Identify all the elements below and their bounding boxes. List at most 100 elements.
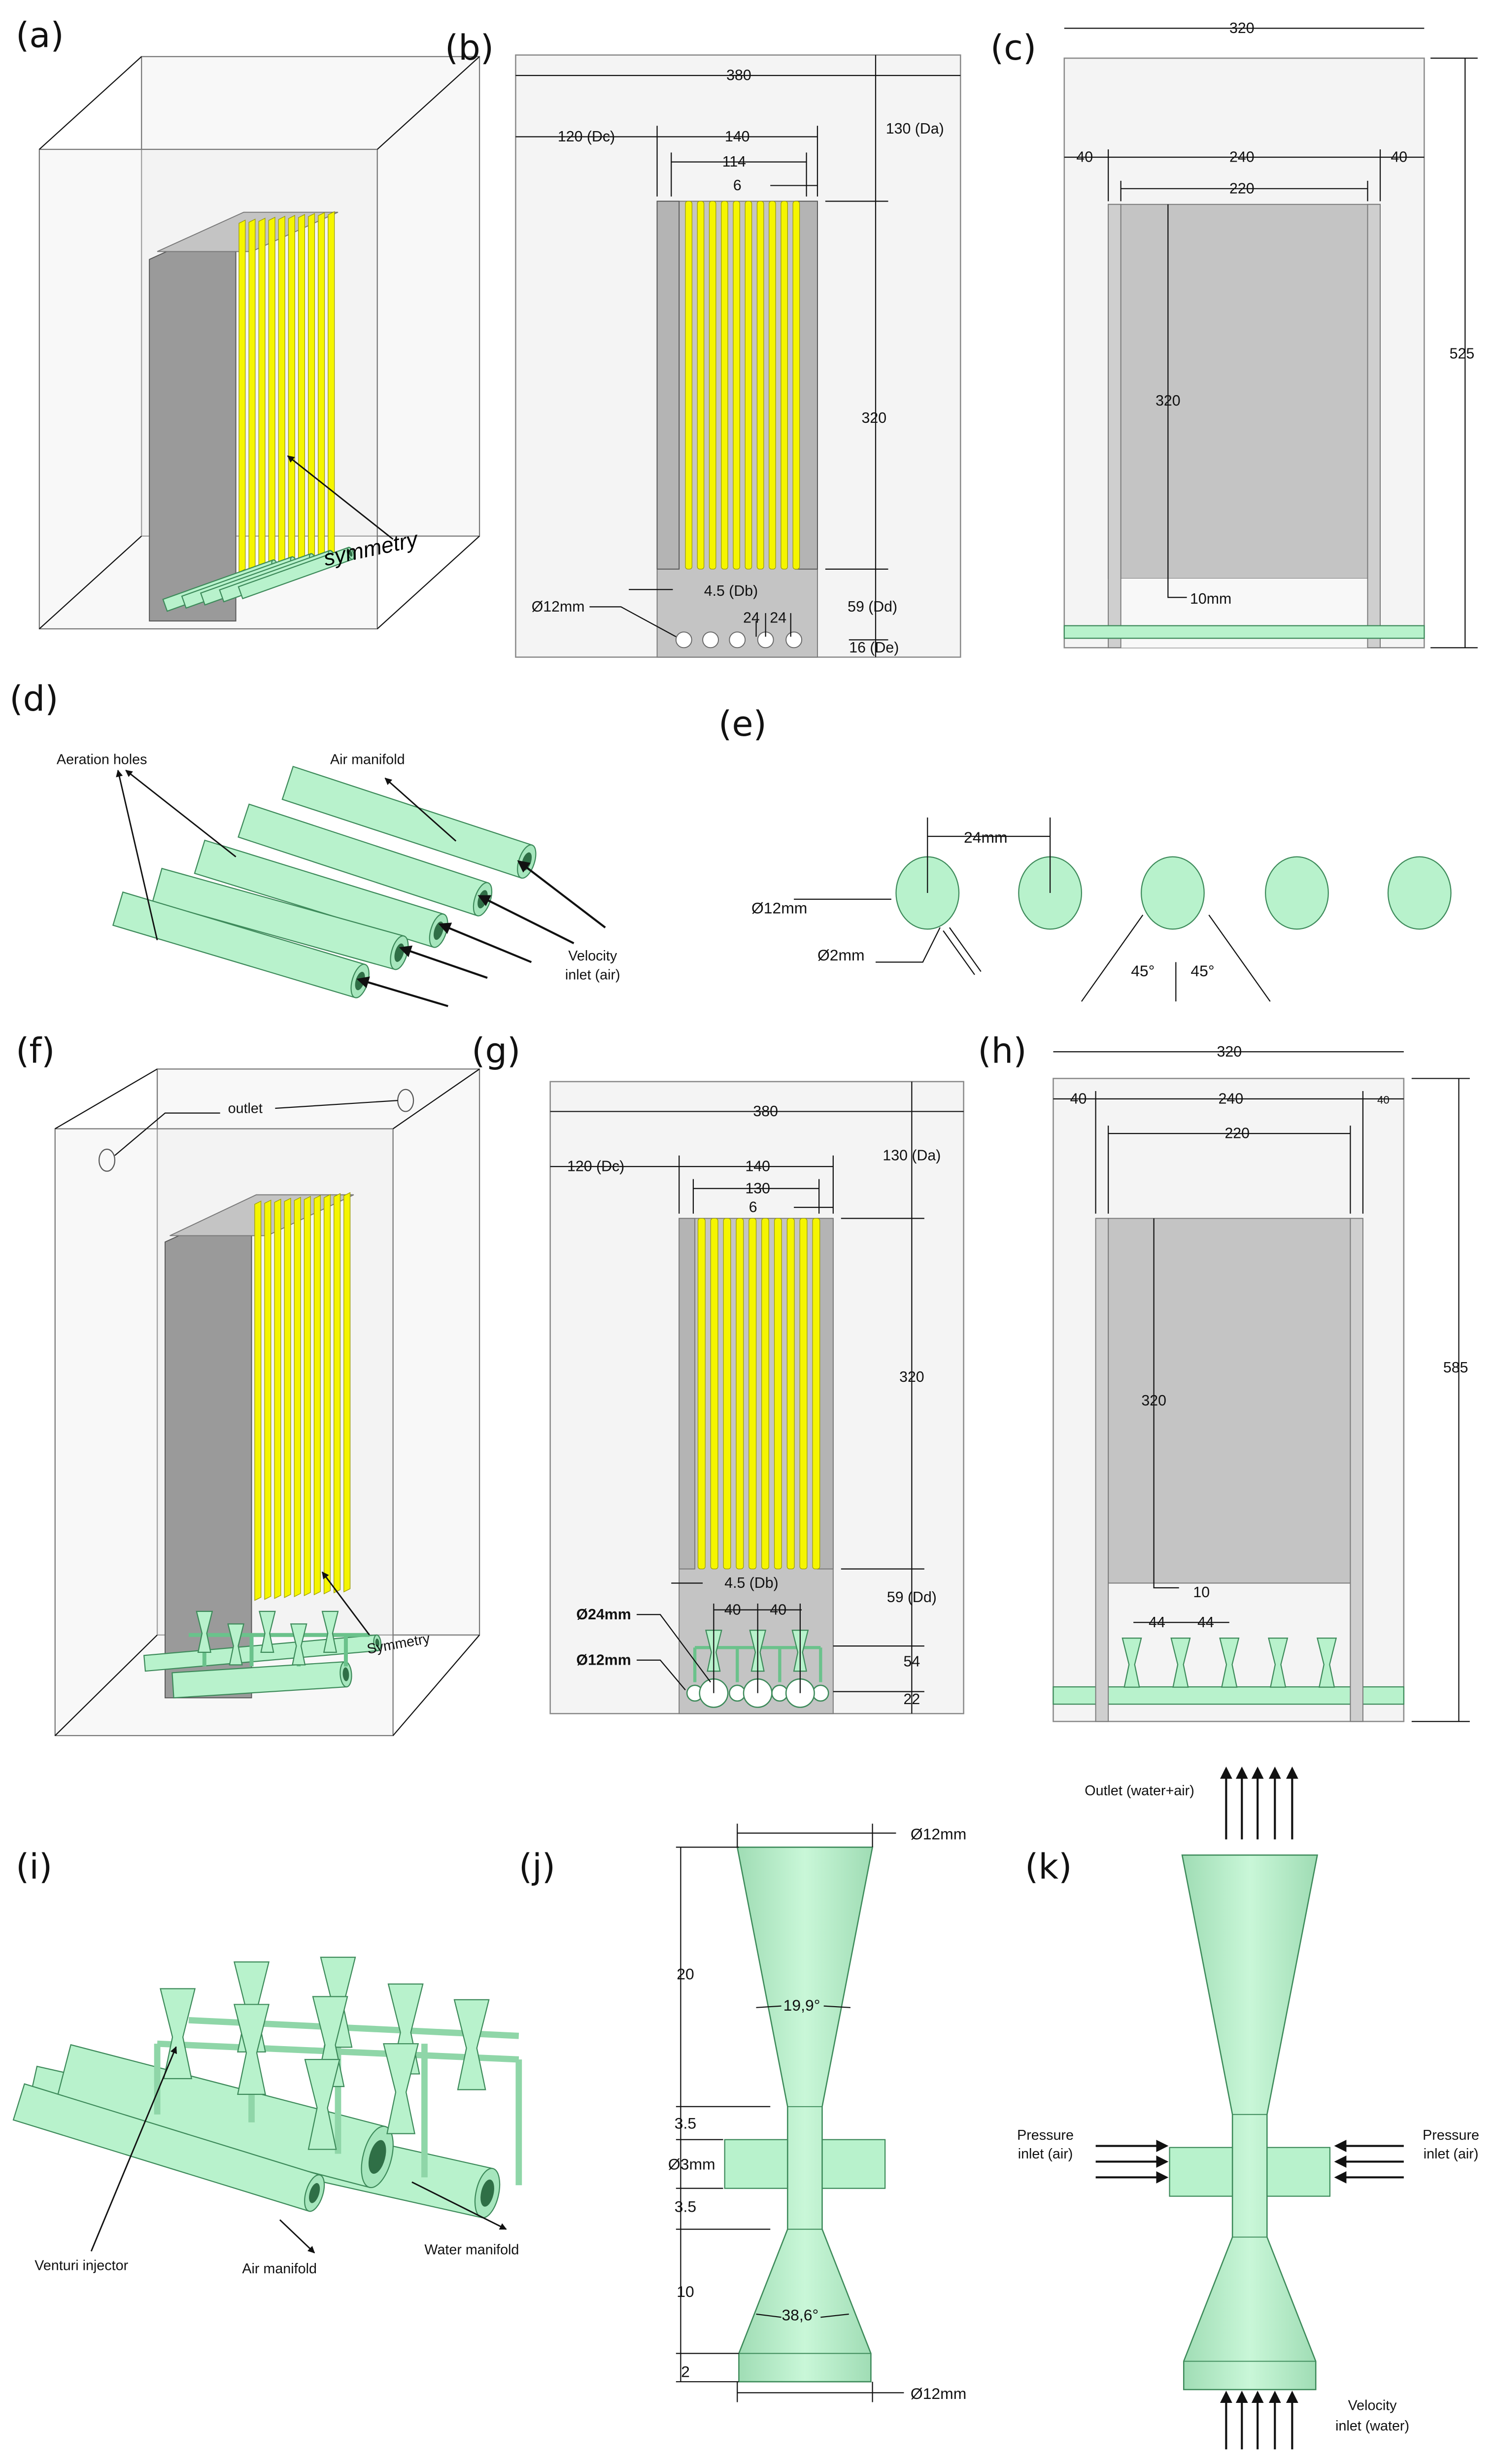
- dim-right: 40: [1391, 149, 1407, 166]
- panel-label-k: (k): [1025, 1847, 1072, 1887]
- dim-gap: 6: [733, 177, 742, 194]
- dim-pitch-1: 24: [743, 610, 760, 626]
- pressure-inlet-left-1: Pressure: [1017, 2127, 1074, 2143]
- air-pipe-section: [812, 1684, 829, 1702]
- panel-e: (e) 24mm Ø12mm Ø2mm 45° 45°: [718, 704, 1452, 1002]
- fins: [697, 1218, 820, 1570]
- dim-outer: 240: [1219, 1091, 1244, 1107]
- angle-right: 45°: [1190, 962, 1214, 980]
- dim-top-diameter: Ø12mm: [911, 1825, 966, 1843]
- panel-k: (k) Outlet (water+air) Pressure inlet (a…: [1017, 1766, 1479, 2450]
- fin: [748, 1218, 757, 1570]
- dim-pitch-1: 44: [1149, 1614, 1165, 1631]
- mini-injector: [290, 1623, 307, 1666]
- mini-injector: [304, 2058, 340, 2150]
- fin: [792, 201, 800, 570]
- pressure-inlet-left-2: inlet (air): [1018, 2146, 1073, 2162]
- fin: [294, 1197, 301, 1597]
- dim-diffuser-length: 20: [677, 1965, 694, 1983]
- dim-de: 16 (De): [849, 640, 899, 656]
- mini-injector: [196, 1610, 213, 1653]
- fin: [799, 1218, 808, 1570]
- annotation-arrows: [116, 769, 606, 1007]
- dimension-lines: [515, 55, 961, 657]
- venturi-body: [1181, 1854, 1318, 2391]
- panel-label-i: (i): [16, 1847, 52, 1887]
- panel-f: (f) outlet Symmetry: [16, 1031, 480, 1737]
- panel-label-g: (g): [472, 1031, 520, 1071]
- outlet-label: Outlet (water+air): [1085, 1783, 1194, 1799]
- symmetry-arrow: [287, 455, 394, 540]
- venturi-injectors: [1121, 1638, 1337, 1688]
- dim-throat-lower: 3.5: [675, 2198, 696, 2216]
- dim-pitch: 24mm: [964, 828, 1008, 846]
- dim-width: 320: [1217, 1044, 1242, 1060]
- side-wall-left: [1095, 1218, 1109, 1722]
- panel-label-h: (h): [978, 1031, 1026, 1071]
- fin: [709, 201, 716, 570]
- air-manifold-label: Air manifold: [330, 752, 405, 767]
- panel-g: (g) 380 120 (Dc) 140 130 6 130 (Da) 320 …: [472, 1031, 964, 1714]
- dim-db: 4.5 (Db): [724, 1575, 778, 1591]
- fin: [238, 219, 246, 573]
- velocity-inlet-1: Velocity: [1348, 2397, 1397, 2413]
- dim-dc: 120 (Dc): [558, 129, 615, 145]
- pressure-inlet-right-2: inlet (air): [1424, 2146, 1479, 2162]
- mini-injector: [321, 1610, 339, 1653]
- dim-plate: 140: [725, 129, 750, 145]
- dim-da: 130 (Da): [886, 121, 944, 137]
- fin: [723, 1218, 731, 1570]
- air-manifold-label: Air manifold: [242, 2261, 317, 2277]
- dim-total: 585: [1443, 1360, 1468, 1376]
- dim-height: 320: [1141, 1393, 1166, 1409]
- dim-hole-diameter: Ø2mm: [817, 946, 865, 964]
- fins: [685, 201, 800, 570]
- dim-pitch-2: 40: [770, 1602, 786, 1618]
- fin: [781, 201, 788, 570]
- dim-width: 380: [753, 1103, 778, 1120]
- fin: [288, 215, 295, 568]
- fin: [697, 1218, 706, 1570]
- mini-injector: [1170, 1638, 1191, 1688]
- injector-arrow: [90, 2046, 177, 2252]
- pipe-section: [1387, 856, 1452, 930]
- mini-injector: [160, 1988, 196, 2080]
- dim-gap: 10: [1193, 1584, 1210, 1601]
- air-pipe-opening: [348, 550, 353, 557]
- pipe-hole: [702, 631, 719, 649]
- dim-gap: 6: [749, 1199, 757, 1216]
- mini-injector: [233, 2004, 270, 2095]
- dim-inner: 220: [1229, 180, 1255, 197]
- fin: [769, 201, 776, 570]
- velocity-inlet-label-1: Velocity: [568, 948, 617, 964]
- panel-i: (i) Venturi injector Air manifold Water …: [12, 1847, 522, 2277]
- plate-assembly: [149, 211, 339, 622]
- fin: [328, 211, 335, 565]
- velocity-inlet-label-2: inlet (air): [565, 967, 620, 983]
- fin: [774, 1218, 782, 1570]
- panel-label-j: (j): [519, 1847, 555, 1887]
- dim-fins: 114: [722, 154, 746, 170]
- air-manifold-pipes: [162, 547, 355, 612]
- plate-side: [1108, 204, 1381, 579]
- dim-dc: 120 (Dc): [567, 1159, 624, 1175]
- fin: [254, 1200, 262, 1601]
- fin: [334, 1193, 341, 1594]
- mini-injector: [227, 1623, 244, 1666]
- fin: [812, 1218, 820, 1570]
- outlet-label: outlet: [228, 1101, 263, 1117]
- outlet-hole-left: [98, 1148, 116, 1172]
- fin: [756, 201, 764, 570]
- angle-diffuser: 19,9°: [783, 1996, 820, 2014]
- water-pipe: [1053, 1686, 1405, 1705]
- dim-dd: 59 (Dd): [848, 599, 897, 615]
- dim-gap: 10mm: [1190, 591, 1231, 607]
- fin: [318, 212, 325, 565]
- velocity-inlet-2: inlet (water): [1335, 2418, 1409, 2434]
- side-wall-right: [1350, 1218, 1363, 1722]
- fin: [733, 201, 741, 570]
- mini-injector: [259, 1610, 276, 1653]
- dim-total: 525: [1450, 345, 1475, 362]
- dim-pipe-diameter: Ø12mm: [751, 899, 807, 917]
- dim-pitch-2: 24: [770, 610, 786, 626]
